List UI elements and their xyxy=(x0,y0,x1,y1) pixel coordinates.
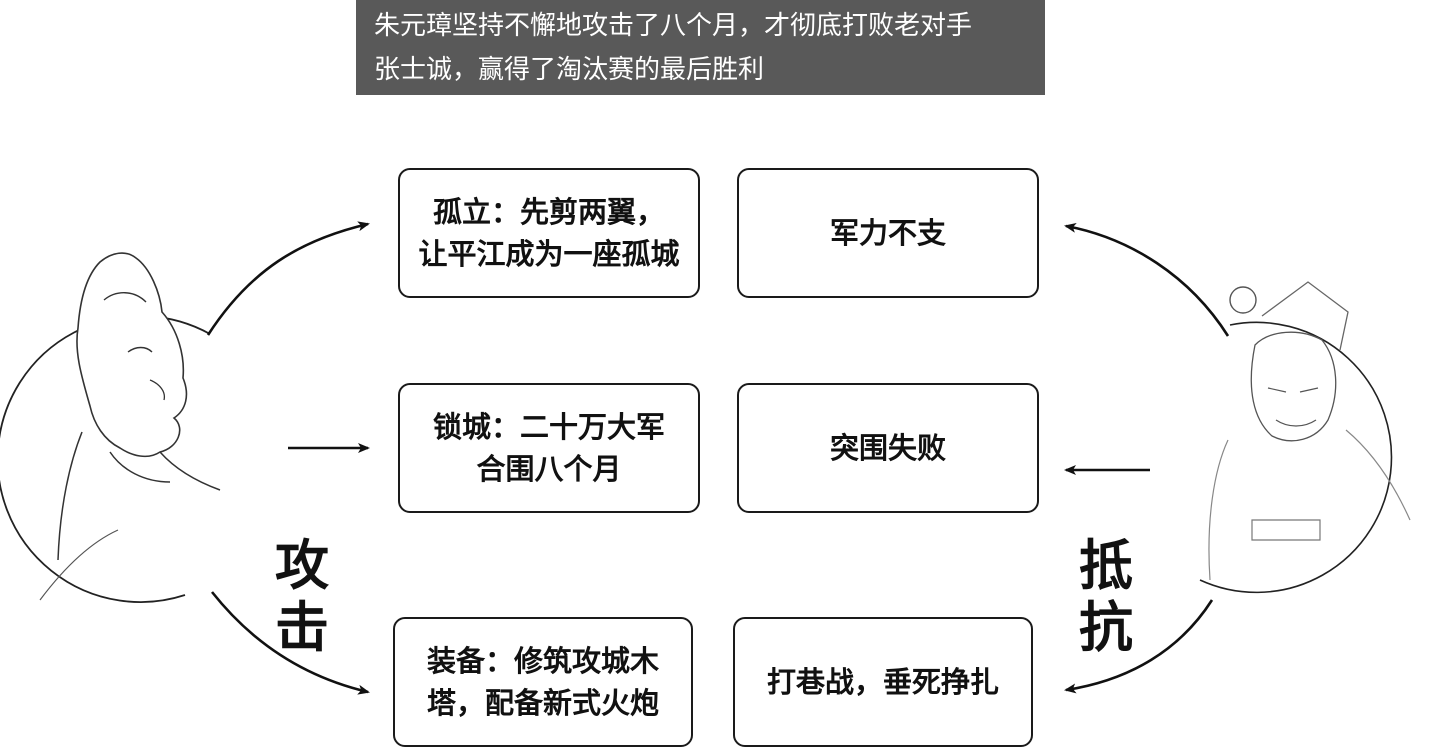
defense-box-street-fighting-text: 打巷战，垂死挣扎 xyxy=(766,665,999,699)
arrow-attack-top xyxy=(206,221,370,336)
attack-box-equipment: 装备：修筑攻城木 塔，配备新式火炮 xyxy=(393,617,693,747)
attack-label: 攻 击 xyxy=(272,534,332,658)
attack-label-char-2: 击 xyxy=(275,595,329,659)
attack-box-equipment-line-1: 装备：修筑攻城木 xyxy=(426,644,659,678)
zhang-shicheng-portrait xyxy=(1199,281,1411,594)
caption-line-1: 朱元璋坚持不懈地攻击了八个月，才彻底打败老对手 xyxy=(374,11,973,41)
attack-box-siege-line-1: 锁城：二十万大军 xyxy=(432,410,665,444)
defense-box-breakout-failed-text: 突围失败 xyxy=(829,431,946,465)
attack-box-siege-line-2: 合围八个月 xyxy=(476,452,622,486)
defense-label-char-1: 抵 xyxy=(1079,533,1133,597)
caption-banner: 朱元璋坚持不懈地攻击了八个月，才彻底打败老对手 张士诚，赢得了淘汰赛的最后胜利 xyxy=(356,0,1045,95)
caption-line-2: 张士诚，赢得了淘汰赛的最后胜利 xyxy=(374,55,765,85)
attack-box-isolation-line-2: 让平江成为一座孤城 xyxy=(418,237,680,271)
defense-label-char-2: 抗 xyxy=(1079,595,1133,659)
defense-box-breakout-failed: 突围失败 xyxy=(737,383,1039,513)
defense-label: 抵 抗 xyxy=(1076,534,1136,658)
attack-box-equipment-line-2: 塔，配备新式火炮 xyxy=(426,686,659,720)
arrow-defense-top xyxy=(1064,222,1230,337)
zhu-yuanzhang-portrait xyxy=(0,252,221,603)
arrow-attack-bottom xyxy=(210,591,370,695)
attack-box-isolation-line-1: 孤立：先剪两翼， xyxy=(432,195,665,229)
attack-box-siege: 锁城：二十万大军 合围八个月 xyxy=(398,383,700,513)
defense-box-weak-army-text: 军力不支 xyxy=(829,216,946,250)
arrow-defense-bottom xyxy=(1064,599,1214,694)
defense-box-weak-army: 军力不支 xyxy=(737,168,1039,298)
attack-box-isolation: 孤立：先剪两翼， 让平江成为一座孤城 xyxy=(398,168,700,298)
attack-label-char-1: 攻 xyxy=(275,533,329,597)
defense-box-street-fighting: 打巷战，垂死挣扎 xyxy=(733,617,1033,747)
